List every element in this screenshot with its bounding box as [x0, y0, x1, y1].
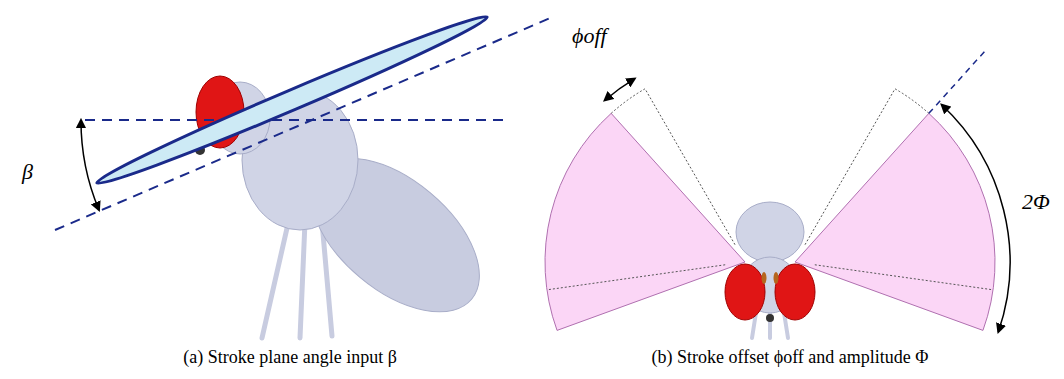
stroke-plane-line [55, 16, 555, 230]
subfigure-caption: (b) Stroke offset ϕoff and amplitude Φ [652, 348, 929, 368]
angle-symbol: β [22, 160, 33, 184]
horizontal-reference [85, 119, 510, 121]
offset-symbol: ϕoff [572, 24, 607, 48]
wing [93, 8, 491, 192]
front-view-fly [545, 50, 1010, 338]
angle-arrow [81, 120, 99, 210]
amplitude-symbol: 2Φ [1022, 190, 1050, 214]
subfigure-caption: (a) Stroke plane angle input β [183, 348, 397, 368]
